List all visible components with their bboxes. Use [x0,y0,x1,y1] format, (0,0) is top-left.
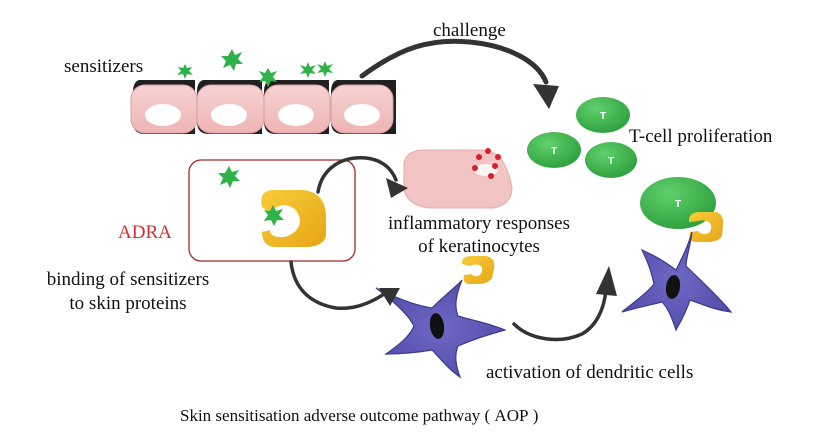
keratinocyte-cell-icon [403,149,513,209]
t-cell-icon [527,132,581,168]
t-cell-letter: T [551,146,557,157]
sensitizer-star-icon [259,68,277,87]
t-cell-proliferation-label: T-cell proliferation [629,126,773,147]
skin-protein-icon [461,256,495,284]
cytokine-dots [472,148,501,179]
skin-protein-icon [688,212,724,242]
curved-arrow-icon [512,266,617,342]
t-cell-labels: T T T T [551,111,681,210]
sensitizers-label: sensitizers [64,56,144,77]
challenge-label: challenge [433,20,506,41]
curved-arrow-icon [359,38,559,109]
keratinocyte-layer [130,80,396,134]
binding-label: binding of sensitizers to skin proteins [46,269,210,314]
curved-arrow-icon [316,156,408,198]
t-cell-letter: T [600,111,606,122]
t-cell-letter: T [675,199,681,210]
keratinocyte-cell-icon [196,80,265,134]
sensitizer-star-icon [317,61,333,77]
t-cell-letter: T [608,156,614,167]
adra-box [188,159,356,262]
adra-label: ADRA [118,222,172,243]
dendritic-cell-icon [375,279,507,379]
dendritic-cell-icon [621,231,733,332]
curved-arrow-icon [289,260,400,311]
sensitizer-star-icon [218,166,240,188]
keratinocyte-cell-icon [263,80,331,134]
activation-label: activation of dendritic cells [486,362,694,383]
figure-caption: Skin sensitisation adverse outcome pathw… [180,406,539,425]
sensitizer-star-icon [177,64,193,79]
t-cell-icon [585,142,637,178]
inflammatory-responses-label: inflammatory responses of keratinocytes [387,213,571,257]
keratinocyte-cell-icon [130,80,198,134]
keratinocyte-cell-icon [330,80,396,134]
sensitizer-star-icon [221,49,243,71]
skin-protein-icon [261,190,326,247]
t-cell-icon [576,97,630,133]
sensitizer-star-icon [300,62,316,78]
